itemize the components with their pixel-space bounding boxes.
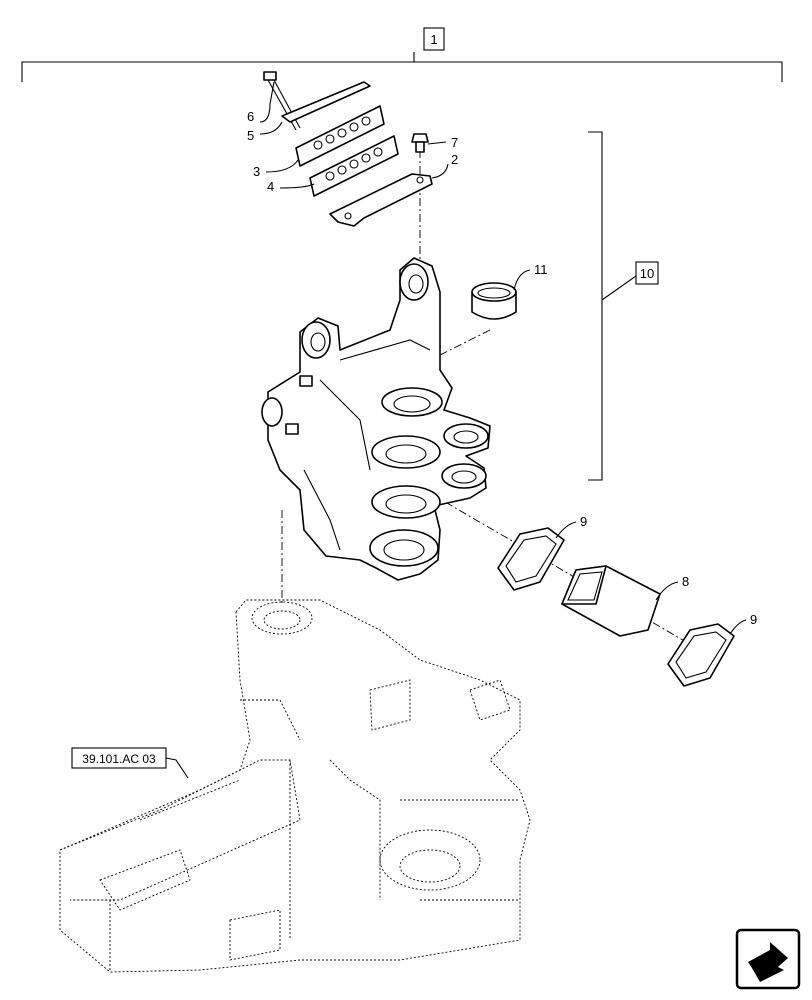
assembly-label-box[interactable] (423, 27, 445, 51)
subassembly-label: 10 (640, 266, 654, 281)
bolt-part-7[interactable] (411, 133, 429, 153)
axis-line-bushing (409, 329, 491, 371)
reference-frame-ghost (59, 599, 531, 973)
subassembly-label-box[interactable] (635, 261, 659, 285)
plate-part-5[interactable] (281, 81, 371, 123)
subassembly-bracket: 10 (588, 131, 659, 481)
callout-9-lower[interactable]: 9 (750, 612, 757, 627)
callout-8[interactable]: 8 (682, 574, 689, 589)
bushing-part-11[interactable] (471, 282, 517, 320)
callout-2[interactable]: 2 (451, 152, 458, 167)
seal-ring-part-9-upper[interactable] (497, 527, 565, 591)
callout-4[interactable]: 4 (267, 179, 274, 194)
next-page-arrow-icon[interactable] (735, 928, 801, 990)
callouts: 6 5 3 4 7 2 11 9 8 9 (247, 81, 757, 635)
shim-part-4[interactable] (309, 135, 399, 197)
bracket-part-2[interactable] (329, 173, 433, 227)
shim-part-3[interactable] (295, 105, 385, 167)
callout-3[interactable]: 3 (253, 164, 260, 179)
callout-6[interactable]: 6 (247, 109, 254, 124)
callout-11[interactable]: 11 (534, 262, 548, 277)
seal-ring-part-9-lower[interactable] (667, 623, 735, 687)
swing-frame-casting[interactable] (261, 257, 491, 581)
reference-label-text: 39.101.AC 03 (82, 752, 156, 766)
assembly-label: 1 (430, 32, 437, 47)
assembly-bracket: 1 (21, 27, 783, 82)
sleeve-part-8[interactable] (561, 565, 661, 637)
callout-7[interactable]: 7 (451, 135, 458, 150)
callout-5[interactable]: 5 (247, 128, 254, 143)
callout-9-upper[interactable]: 9 (580, 514, 587, 529)
bolt-part-6[interactable] (263, 71, 301, 131)
reference-label[interactable]: 39.101.AC 03 (71, 747, 189, 779)
